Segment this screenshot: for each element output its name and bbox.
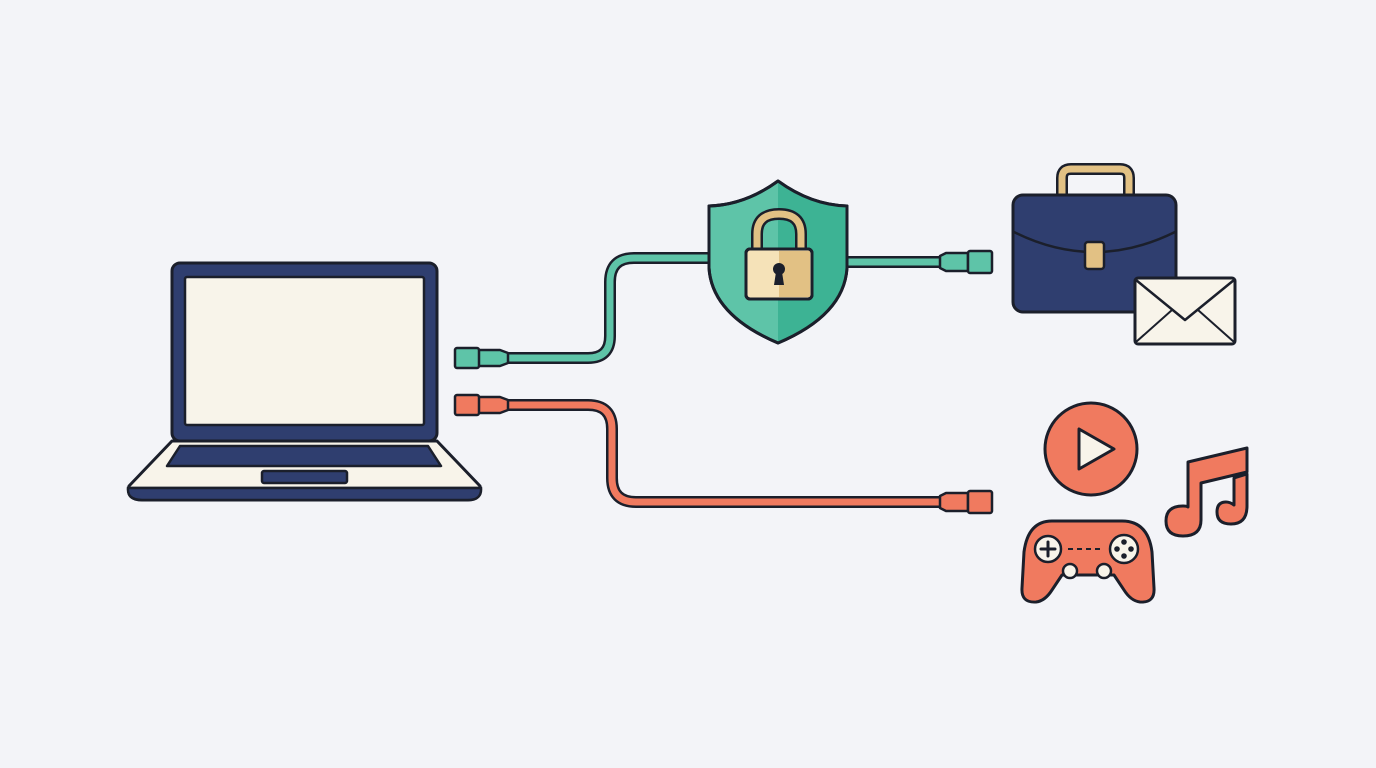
secure-cable	[502, 252, 946, 364]
envelope-icon	[1133, 276, 1237, 346]
music-note-icon	[1164, 446, 1249, 538]
play-button-icon	[1043, 401, 1139, 497]
personal-cable-plug-right	[938, 489, 994, 515]
personal-cable	[502, 399, 946, 508]
laptop-icon	[126, 261, 483, 502]
shield-lock-icon	[707, 179, 849, 345]
secure-cable-plug-right	[938, 249, 994, 275]
personal-cable-plug-left	[453, 393, 510, 417]
padlock-icon	[744, 207, 814, 301]
secure-cable-plug-left	[453, 346, 510, 370]
game-controller-icon	[1020, 519, 1156, 604]
